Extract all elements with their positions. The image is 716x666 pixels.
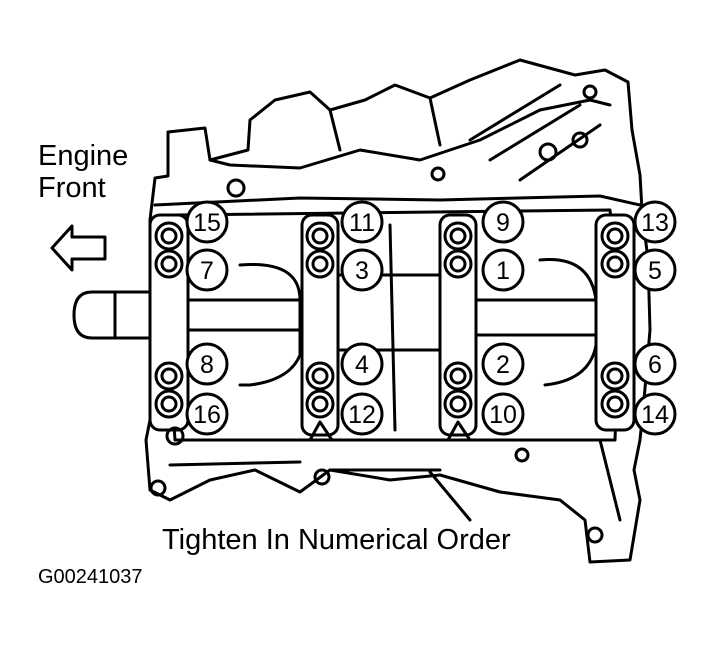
callout-number-13: 13 — [641, 209, 669, 237]
block-outline — [144, 58, 652, 564]
bolt-head-4 — [305, 361, 335, 391]
upper-casting — [208, 96, 612, 170]
bolt-head-inner-5 — [606, 255, 624, 273]
hole-upper-right-2 — [571, 131, 589, 149]
callout-number-1: 1 — [496, 257, 510, 285]
callout-circle-16 — [185, 392, 229, 436]
bolt-head-14 — [600, 389, 630, 419]
bolt-head-13 — [600, 221, 630, 251]
bottom-wedges — [308, 420, 472, 442]
callout-circle-8 — [185, 342, 229, 386]
callout-circle-3 — [340, 248, 384, 292]
crankshaft-throws — [186, 223, 598, 432]
bolt-head-inner-6 — [606, 367, 624, 385]
bolt-head-3 — [305, 249, 335, 279]
bolt-head-inner-2 — [449, 367, 467, 385]
figure-id: G00241037 — [38, 566, 143, 588]
bolt-head-10 — [443, 389, 473, 419]
callout-circle-13 — [633, 200, 677, 244]
callout-circle-10 — [481, 392, 525, 436]
callout-number-15: 15 — [193, 209, 221, 237]
callout-circle-14 — [633, 392, 677, 436]
bolt-head-9 — [443, 221, 473, 251]
callout-number-16: 16 — [193, 401, 221, 429]
bolt-head-inner-11 — [311, 227, 329, 245]
bolt-head-1 — [443, 249, 473, 279]
hole-upper-right-1 — [538, 142, 558, 162]
bolt-head-inner-10 — [449, 395, 467, 413]
bolt-heads — [154, 221, 630, 419]
bolt-head-6 — [600, 361, 630, 391]
callout-number-4: 4 — [355, 351, 369, 379]
engine-front-label-line2: Front — [38, 172, 106, 204]
engine-front-label-line1: Engine — [38, 140, 129, 172]
engine-front-arrow — [50, 224, 107, 272]
hole-bottom-left — [149, 479, 167, 497]
hole-bottom-mid — [313, 468, 331, 486]
callout-number-9: 9 — [496, 209, 510, 237]
callout-circle-5 — [633, 248, 677, 292]
hole-right-top — [582, 84, 598, 100]
callout-number-10: 10 — [489, 401, 517, 429]
hole-bottom-right — [586, 526, 604, 544]
bolt-head-12 — [305, 389, 335, 419]
hole-top-mid — [430, 166, 446, 182]
callout-number-6: 6 — [648, 351, 662, 379]
hole-top-left — [226, 178, 246, 198]
callout-circle-11 — [340, 200, 384, 244]
callout-number-11: 11 — [349, 209, 375, 237]
bolt-head-inner-1 — [449, 255, 467, 273]
callout-number-3: 3 — [355, 257, 369, 285]
bolt-head-5 — [600, 249, 630, 279]
callout-circle-6 — [633, 342, 677, 386]
bolt-head-inner-4 — [311, 367, 329, 385]
bolt-head-2 — [443, 361, 473, 391]
hole-lower-mid — [514, 447, 530, 463]
callout-number-5: 5 — [648, 257, 662, 285]
callout-circle-7 — [185, 248, 229, 292]
callout-circle-2 — [481, 342, 525, 386]
callout-circle-4 — [340, 342, 384, 386]
bolt-head-15 — [154, 221, 184, 251]
callout-number-8: 8 — [200, 351, 214, 379]
oil-pan-flange — [168, 438, 622, 522]
callout-number-14: 14 — [641, 401, 669, 429]
bolt-head-11 — [305, 221, 335, 251]
callout-circle-15 — [185, 200, 229, 244]
upper-ribs — [468, 83, 602, 182]
bolt-head-inner-3 — [311, 255, 329, 273]
bolt-head-16 — [154, 389, 184, 419]
bolt-head-inner-16 — [160, 395, 178, 413]
crankshaft-snout — [72, 290, 152, 340]
bolt-head-inner-8 — [160, 367, 178, 385]
instruction-caption: Tighten In Numerical Order — [162, 524, 511, 556]
callout-circle-9 — [481, 200, 525, 244]
bolt-head-inner-9 — [449, 227, 467, 245]
bolt-head-inner-13 — [606, 227, 624, 245]
callout-number-2: 2 — [496, 351, 510, 379]
bolt-head-inner-15 — [160, 227, 178, 245]
callout-number-12: 12 — [348, 401, 376, 429]
bolt-head-8 — [154, 361, 184, 391]
callout-number-7: 7 — [200, 257, 214, 285]
hole-left-low — [165, 426, 185, 446]
deck-line — [153, 194, 642, 207]
bolt-head-inner-12 — [311, 395, 329, 413]
callout-circle-12 — [340, 392, 384, 436]
callout-circle-1 — [481, 248, 525, 292]
bolt-head-inner-14 — [606, 395, 624, 413]
bolt-head-inner-7 — [160, 255, 178, 273]
bolt-head-7 — [154, 249, 184, 279]
